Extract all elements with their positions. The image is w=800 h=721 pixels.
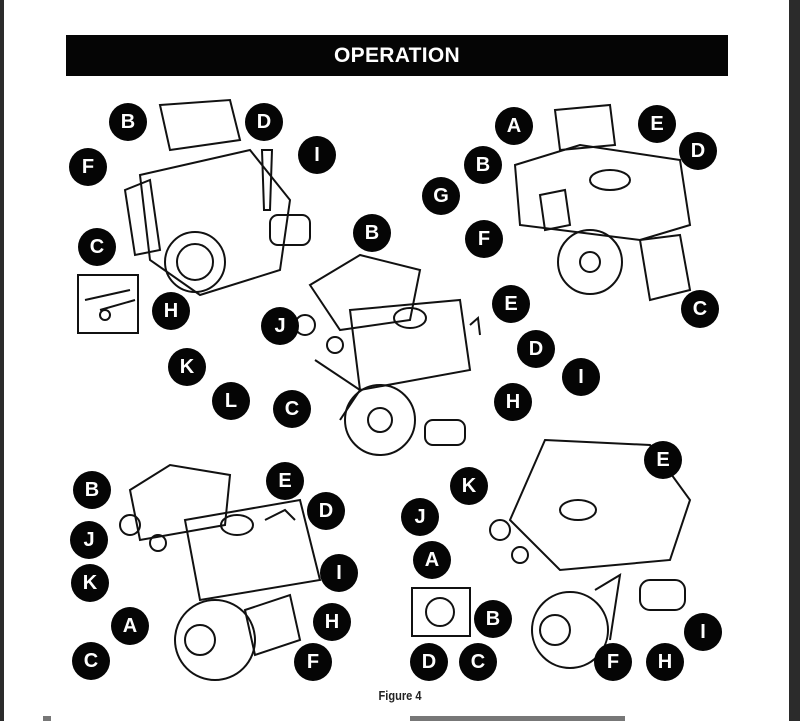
callout-label: B [353, 214, 391, 252]
callout-label: A [495, 107, 533, 145]
callout-label: I [562, 358, 600, 396]
section-title: OPERATION [334, 43, 460, 67]
callout-label: I [320, 554, 358, 592]
callout-label: L [212, 382, 250, 420]
callout-label: D [307, 492, 345, 530]
callout-label: I [684, 613, 722, 651]
engine-drawing-4 [119, 463, 322, 681]
callout-label: E [492, 285, 530, 323]
callout-label: E [644, 441, 682, 479]
callout-label: A [111, 607, 149, 645]
callout-label: E [266, 462, 304, 500]
callout-label: G [422, 177, 460, 215]
engine-drawing-3 [294, 253, 481, 456]
callout-label: H [646, 643, 684, 681]
engine-drawing-1 [77, 98, 311, 334]
callout-label: C [273, 390, 311, 428]
callout-label: H [152, 292, 190, 330]
callout-label: A [413, 541, 451, 579]
callout-label: H [494, 383, 532, 421]
callout-label: I [298, 136, 336, 174]
callout-label: K [450, 467, 488, 505]
callout-label: B [109, 103, 147, 141]
engine-drawing-2 [513, 103, 692, 302]
callout-label: F [294, 643, 332, 681]
callout-label: C [681, 290, 719, 328]
callout-label: C [72, 642, 110, 680]
callout-label: D [245, 103, 283, 141]
callout-label: B [73, 471, 111, 509]
cut-off-text [43, 716, 51, 721]
callout-label: D [517, 330, 555, 368]
callout-label: D [410, 643, 448, 681]
callout-label: J [401, 498, 439, 536]
callout-label: C [459, 643, 497, 681]
callout-label: J [70, 521, 108, 559]
callout-label: J [261, 307, 299, 345]
callout-label: C [78, 228, 116, 266]
callout-label: K [168, 348, 206, 386]
callout-label: F [69, 148, 107, 186]
cut-off-text [410, 716, 625, 721]
figure-caption: Figure 4 [378, 688, 422, 703]
callout-label: F [465, 220, 503, 258]
callout-label: B [474, 600, 512, 638]
section-header: OPERATION [66, 35, 728, 76]
callout-label: E [638, 105, 676, 143]
callout-label: F [594, 643, 632, 681]
callout-label: D [679, 132, 717, 170]
callout-label: H [313, 603, 351, 641]
callout-label: K [71, 564, 109, 602]
callout-label: B [464, 146, 502, 184]
